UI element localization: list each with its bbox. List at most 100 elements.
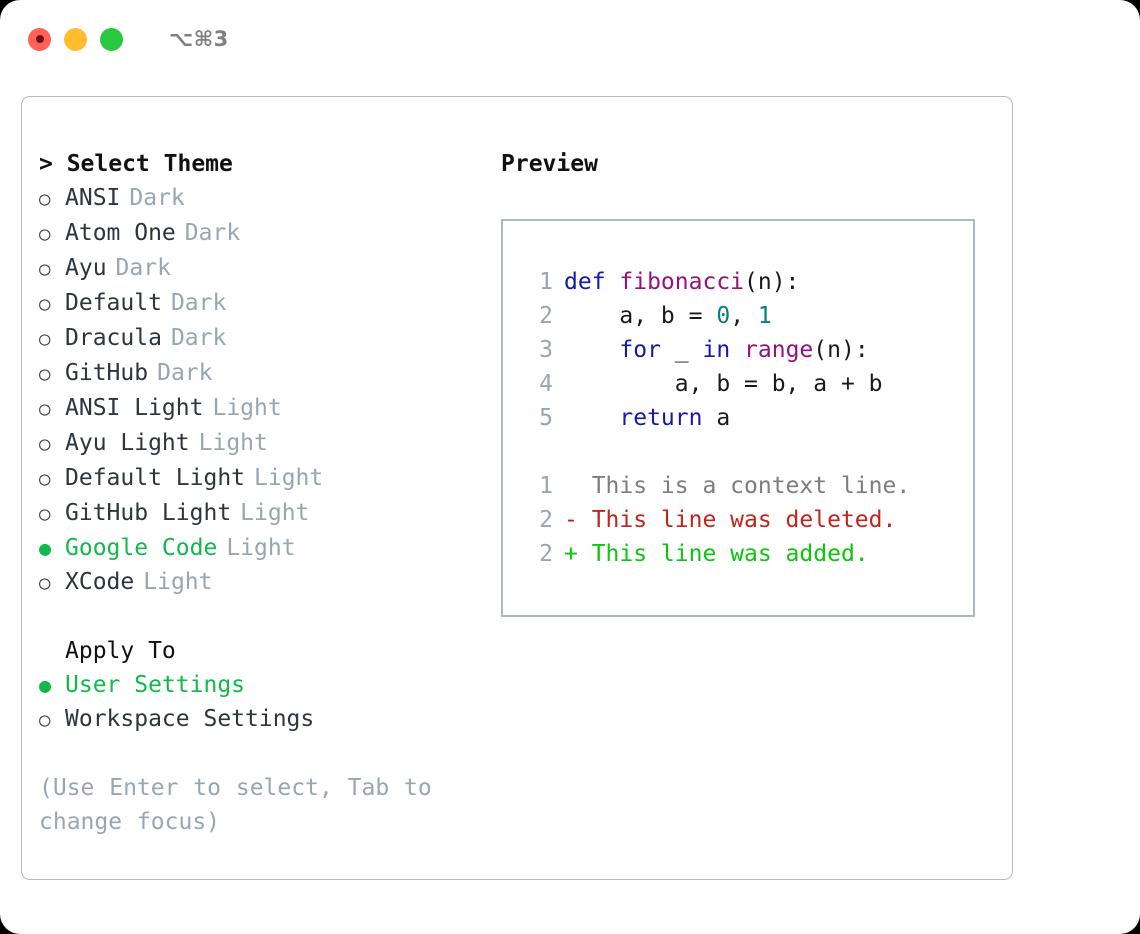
- code-token-kw: def: [564, 269, 620, 295]
- line-number: 4: [539, 371, 553, 397]
- theme-option-kind: Light: [212, 395, 282, 421]
- code-token-plain: [730, 337, 744, 363]
- theme-option-kind: Light: [240, 500, 310, 526]
- code-token-plain: [564, 405, 619, 431]
- code-token-punc: (n):: [813, 337, 869, 363]
- code-line-text: a, b = 0, 1: [564, 299, 772, 333]
- code-line: 5 return a: [519, 401, 973, 435]
- theme-option-kind: Dark: [170, 290, 227, 316]
- select-theme-header: > Select Theme: [39, 151, 233, 177]
- radio-selected-icon: ●: [39, 536, 52, 560]
- maximize-window-button[interactable]: [100, 27, 123, 51]
- radio-empty-icon: ○: [39, 433, 51, 455]
- apply-to-option-label: User Settings: [65, 672, 246, 698]
- theme-option-github[interactable]: ○ GitHub Dark: [39, 356, 499, 391]
- spacer: [39, 600, 499, 634]
- code-token-fn: fibonacci: [619, 269, 745, 295]
- theme-option-kind: Dark: [157, 360, 213, 386]
- spacer: [39, 737, 499, 771]
- theme-option-ansi-light[interactable]: ○ ANSI Light Light: [39, 391, 499, 426]
- theme-option-kind: Light: [198, 430, 268, 456]
- radio-empty-icon: ○: [39, 468, 51, 490]
- line-number: 1: [539, 269, 553, 295]
- code-token-plain: a, b = b, a + b: [564, 371, 883, 397]
- theme-option-ansi[interactable]: ○ ANSI Dark: [39, 181, 499, 216]
- apply-to-option-label: Workspace Settings: [65, 706, 315, 732]
- line-number: 5: [539, 405, 553, 431]
- apply-to-list: ● User Settings ○ Workspace Settings: [39, 668, 499, 737]
- code-line-text: def fibonacci(n):: [564, 265, 799, 299]
- line-number: 2: [539, 507, 553, 533]
- theme-option-kind: Light: [254, 465, 324, 491]
- spacer: [519, 435, 973, 469]
- radio-empty-icon: ○: [39, 503, 51, 525]
- line-number: 2: [539, 541, 553, 567]
- diff-sample: 1 This is a context line.2- This line wa…: [519, 469, 973, 571]
- theme-option-label: Dracula: [65, 325, 162, 351]
- theme-option-label: ANSI: [65, 185, 121, 211]
- traffic-light-group: [28, 27, 123, 51]
- line-number: 1: [539, 473, 553, 499]
- theme-option-kind: Dark: [115, 255, 171, 281]
- diff-line-text: + This line was added.: [564, 541, 869, 567]
- code-line-text: a, b = b, a + b: [564, 367, 883, 401]
- theme-option-label: GitHub: [65, 360, 149, 386]
- code-token-plain: ,: [730, 303, 758, 329]
- diff-line-add: 2 + This line was added.: [519, 537, 973, 571]
- theme-option-kind: Dark: [170, 325, 227, 351]
- theme-option-label: Atom One: [65, 220, 176, 246]
- code-token-plain: a: [702, 405, 731, 431]
- code-token-kw: in: [702, 337, 731, 363]
- diff-line-del: 2 - This line was deleted.: [519, 503, 973, 537]
- code-token-plain: _: [660, 337, 703, 363]
- code-line: 2 a, b = 0, 1: [519, 299, 973, 333]
- radio-empty-icon: ○: [39, 398, 51, 420]
- diff-line-text: - This line was deleted.: [564, 507, 897, 533]
- radio-selected-icon: ●: [39, 673, 52, 697]
- radio-empty-icon: ○: [39, 709, 51, 731]
- keyboard-shortcut-label: ⌥⌘3: [169, 27, 229, 51]
- apply-to-option-user-settings[interactable]: ● User Settings: [39, 668, 499, 702]
- title-bar: ⌥⌘3: [0, 0, 1140, 78]
- code-token-plain: a, b =: [564, 303, 717, 329]
- code-line: 4 a, b = b, a + b: [519, 367, 973, 401]
- code-line: 3 for _ in range(n):: [519, 333, 973, 367]
- apply-to-header: Apply To: [65, 638, 176, 664]
- code-line-text: return a: [564, 401, 730, 435]
- code-token-num: 1: [757, 303, 772, 329]
- apply-to-option-workspace-settings[interactable]: ○ Workspace Settings: [39, 702, 499, 737]
- code-token-num: 0: [716, 303, 731, 329]
- code-token-punc: (n):: [744, 269, 800, 295]
- radio-empty-icon: ○: [39, 223, 51, 245]
- radio-empty-icon: ○: [39, 363, 51, 385]
- minimize-window-button[interactable]: [64, 27, 87, 51]
- code-line: 1 def fibonacci(n):: [519, 265, 973, 299]
- theme-option-kind: Light: [226, 535, 296, 561]
- theme-option-label: ANSI Light: [65, 395, 204, 421]
- code-token-fn: range: [744, 337, 814, 363]
- code-token-kw: return: [619, 405, 703, 431]
- line-number: 2: [539, 303, 553, 329]
- radio-empty-icon: ○: [39, 188, 51, 210]
- close-window-button[interactable]: [28, 27, 51, 51]
- theme-option-label: XCode: [65, 569, 135, 595]
- theme-option-kind: Dark: [129, 185, 185, 211]
- code-token-kw: for: [619, 337, 661, 363]
- line-number: 3: [539, 337, 553, 363]
